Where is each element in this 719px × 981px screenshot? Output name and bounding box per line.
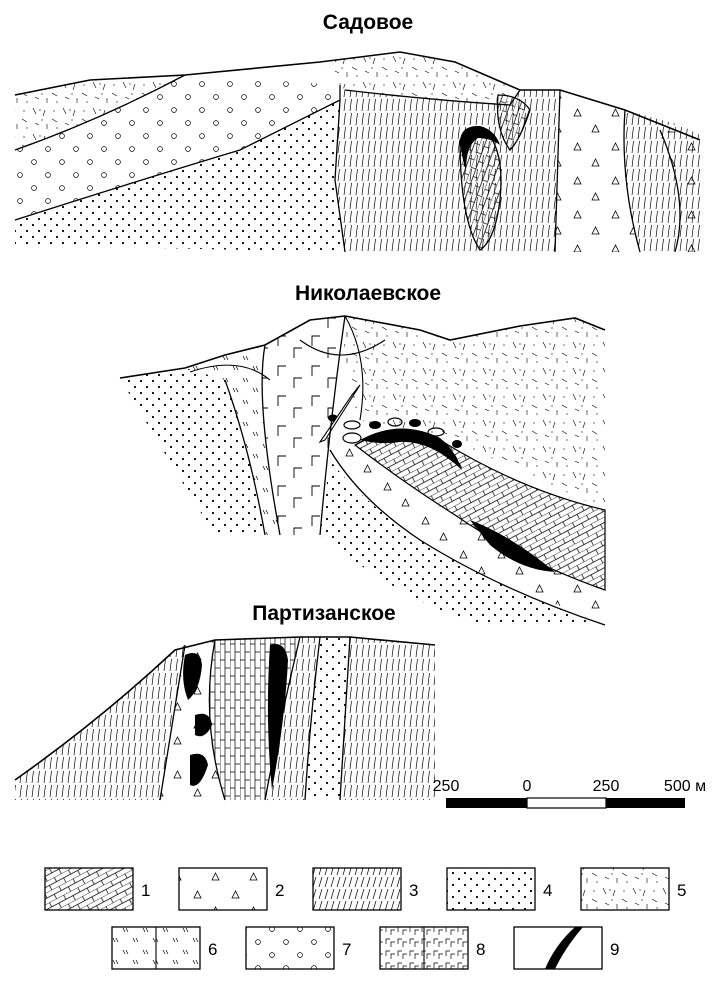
legend-swatch-conglomerate bbox=[246, 927, 334, 969]
legend-num-2: 2 bbox=[275, 881, 284, 900]
legend-swatch-schist bbox=[313, 868, 401, 910]
scale-segment-white bbox=[527, 798, 606, 808]
legend-num-6: 6 bbox=[208, 940, 217, 959]
scale-label-zero: 0 bbox=[523, 778, 532, 795]
legend-swatch-limestone bbox=[45, 868, 133, 910]
section-partizanskoe bbox=[15, 637, 435, 800]
scale-label-500: 500 м bbox=[664, 778, 706, 795]
section-nikolaevskoe bbox=[120, 316, 605, 625]
legend-num-4: 4 bbox=[543, 881, 552, 900]
legend: 1 2 3 4 5 6 7 8 9 bbox=[45, 868, 686, 969]
legend-num-7: 7 bbox=[342, 940, 351, 959]
scale-segment-black-right bbox=[606, 798, 685, 808]
legend-swatch-breccia bbox=[179, 868, 267, 910]
legend-num-9: 9 bbox=[610, 940, 619, 959]
legend-swatch-tuff bbox=[581, 868, 669, 910]
scale-label-left-250: 250 bbox=[433, 778, 460, 795]
scale-label-250: 250 bbox=[593, 778, 620, 795]
section-title-partizanskoe: Партизанское bbox=[252, 602, 395, 625]
scale-segment-black-left bbox=[446, 798, 527, 808]
legend-num-1: 1 bbox=[141, 881, 150, 900]
section-title-nikolaevskoe: Николаевское bbox=[295, 282, 441, 305]
legend-swatch-sandstone bbox=[447, 868, 535, 910]
legend-num-3: 3 bbox=[409, 881, 418, 900]
section-title-sadovoe: Садовое bbox=[323, 11, 413, 34]
legend-num-5: 5 bbox=[677, 881, 686, 900]
section-sadovoe bbox=[15, 52, 700, 252]
scale-bar: 250 0 250 500 м bbox=[433, 778, 706, 808]
legend-num-8: 8 bbox=[476, 940, 485, 959]
